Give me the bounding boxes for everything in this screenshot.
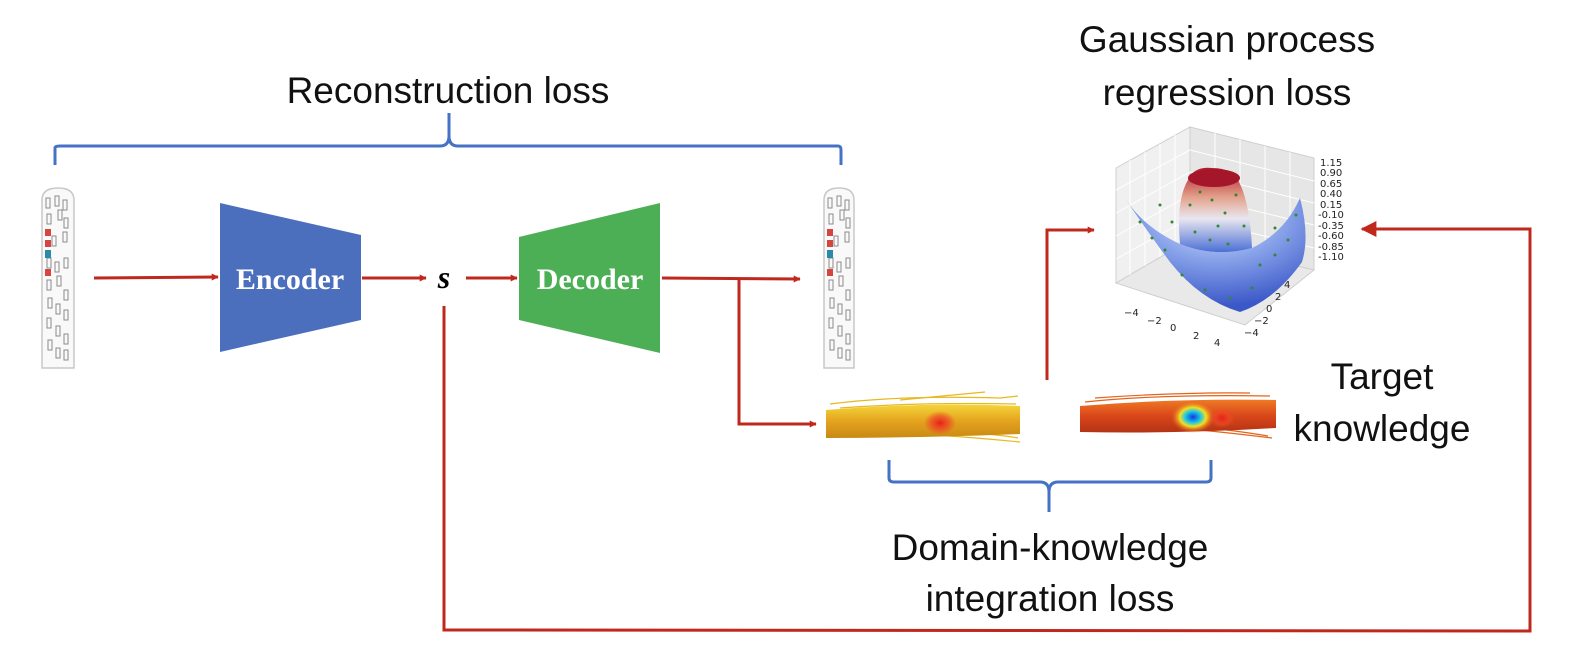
encoder-block (220, 203, 361, 352)
x-tick: 2 (1193, 331, 1199, 342)
x-tick: −4 (1124, 308, 1139, 319)
z-tick: -0.35 (1318, 221, 1344, 232)
target-knowledge-label-line2: knowledge (1294, 408, 1471, 449)
y-tick: 4 (1284, 280, 1290, 291)
z-tick: 0.15 (1320, 200, 1342, 211)
output-representation-cells (827, 195, 851, 361)
domain-knowledge-label-line2: integration loss (926, 578, 1175, 619)
input-representation-cells (45, 195, 69, 361)
reconstruction-bracket (53, 113, 843, 165)
gp-surface-plot: 1.15 0.90 0.65 0.40 0.15 -0.10 -0.35 -0.… (1114, 126, 1344, 349)
plot-x-ticks: −4 −2 0 2 4 (1124, 308, 1220, 349)
z-tick: 1.15 (1320, 158, 1342, 169)
arrow-decoder-to-fiber (737, 279, 817, 428)
arrow-decoder-to-output (661, 275, 801, 283)
x-tick: 0 (1170, 323, 1176, 334)
z-tick: -0.10 (1318, 210, 1344, 221)
y-tick: 0 (1266, 304, 1272, 315)
plot-sample-points (1138, 190, 1298, 300)
y-tick: 2 (1275, 292, 1281, 303)
z-tick: -0.60 (1318, 231, 1344, 242)
flow-arrows (93, 221, 1532, 633)
z-tick: 0.65 (1320, 179, 1342, 190)
input-representation (41, 187, 75, 369)
domain-knowledge-label-line1: Domain-knowledge (892, 527, 1209, 568)
gp-loss-label-line2: regression loss (1103, 72, 1352, 113)
plot-y-ticks: 4 2 0 −2 −4 (1244, 280, 1290, 339)
z-tick: -1.10 (1318, 252, 1344, 263)
latent-variable-label: s (437, 259, 450, 295)
z-tick: 0.90 (1320, 168, 1342, 179)
arrow-latent-to-gp-plot (442, 221, 1532, 633)
gp-loss-label-line1: Gaussian process (1079, 19, 1375, 60)
arrow-input-to-encoder (93, 273, 219, 281)
arrow-fiber-to-gp-plot (1045, 226, 1095, 380)
output-representation (823, 187, 855, 369)
z-tick: 0.40 (1320, 189, 1342, 200)
decoder-block (519, 203, 660, 353)
domain-knowledge-bracket (887, 460, 1213, 512)
reconstruction-loss-label: Reconstruction loss (287, 70, 610, 111)
x-tick: −2 (1147, 316, 1162, 327)
plot-surface-bowl (1126, 198, 1306, 312)
plot-z-ticks: 1.15 0.90 0.65 0.40 0.15 -0.10 -0.35 -0.… (1318, 158, 1344, 263)
target-knowledge-label-line1: Target (1331, 356, 1435, 397)
predicted-fiber-image (826, 391, 1021, 443)
target-fiber-image (1080, 392, 1276, 439)
decoder-label: Decoder (537, 263, 644, 296)
encoder-label: Encoder (236, 263, 344, 296)
y-tick: −2 (1254, 316, 1269, 327)
y-tick: −4 (1244, 328, 1259, 339)
plot-surface-bump (1179, 167, 1252, 253)
x-tick: 4 (1214, 338, 1220, 349)
z-tick: -0.85 (1318, 242, 1344, 253)
